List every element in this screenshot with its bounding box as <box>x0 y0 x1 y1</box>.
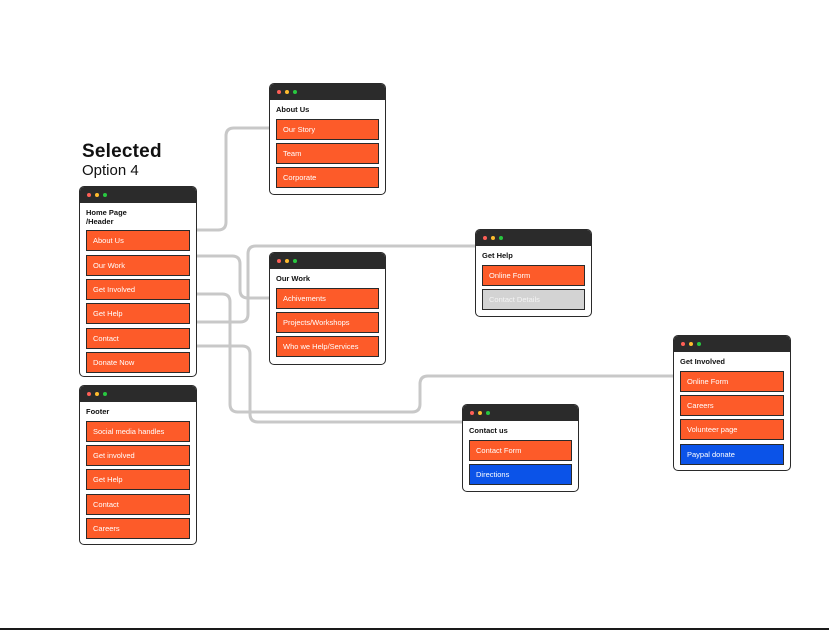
window-titlebar <box>463 405 578 421</box>
close-dot-icon <box>277 90 281 94</box>
maximize-dot-icon <box>293 259 297 263</box>
close-dot-icon <box>277 259 281 263</box>
window-title-involved: Get Involved <box>680 357 726 366</box>
maximize-dot-icon <box>103 193 107 197</box>
footer-item-contact[interactable]: Contact <box>86 493 190 515</box>
window-get-involved: Get Involved Online Form Careers Volunte… <box>673 335 791 471</box>
nav-item-contact[interactable]: Contact <box>86 327 190 349</box>
close-dot-icon <box>483 236 487 240</box>
contact-item-directions[interactable]: Directions <box>469 464 572 486</box>
involved-item-volunteer[interactable]: Volunteer page <box>680 419 784 441</box>
help-item-contact-details: Contact Details <box>482 289 585 311</box>
connector-ourwork-to-ourwork <box>188 254 278 300</box>
bottom-rule <box>0 628 829 630</box>
window-title-home: Home Page /Header <box>86 208 127 226</box>
contact-item-contact-form[interactable]: Contact Form <box>469 439 572 461</box>
close-dot-icon <box>87 193 91 197</box>
window-our-work: Our Work Achivements Projects/Workshops … <box>269 252 386 365</box>
window-get-help: Get Help Online Form Contact Details <box>475 229 592 317</box>
nav-item-our-work[interactable]: Our Work <box>86 254 190 276</box>
about-item-our-story[interactable]: Our Story <box>276 118 379 140</box>
work-item-projects[interactable]: Projects/Workshops <box>276 312 379 334</box>
connector-aboutus-to-aboutus <box>188 126 278 232</box>
window-title-work: Our Work <box>276 274 311 283</box>
about-item-corporate[interactable]: Corporate <box>276 167 379 189</box>
minimize-dot-icon <box>689 342 693 346</box>
nav-item-get-involved[interactable]: Get Involved <box>86 279 190 301</box>
close-dot-icon <box>681 342 685 346</box>
window-titlebar <box>80 187 196 203</box>
minimize-dot-icon <box>478 411 482 415</box>
window-title-about: About Us <box>276 105 310 114</box>
nav-item-get-help[interactable]: Get Help <box>86 303 190 325</box>
minimize-dot-icon <box>95 392 99 396</box>
window-titlebar <box>270 253 385 269</box>
work-item-services[interactable]: Who we Help/Services <box>276 336 379 358</box>
window-title-footer: Footer <box>86 407 110 416</box>
page-heading: Selected Option 4 <box>82 142 162 178</box>
maximize-dot-icon <box>697 342 701 346</box>
nav-item-about-us[interactable]: About Us <box>86 230 190 252</box>
minimize-dot-icon <box>95 193 99 197</box>
window-home-header: Home Page /Header About Us Our Work Get … <box>79 186 197 377</box>
connector-contact-to-contactus <box>188 344 471 424</box>
close-dot-icon <box>87 392 91 396</box>
help-item-online-form[interactable]: Online Form <box>482 264 585 286</box>
footer-item-get-help[interactable]: Get Help <box>86 469 190 491</box>
window-titlebar <box>270 84 385 100</box>
heading-title: Selected <box>82 141 162 162</box>
involved-item-paypal-donate[interactable]: Paypal donate <box>680 443 784 465</box>
maximize-dot-icon <box>103 392 107 396</box>
window-footer: Footer Social media handles Get involved… <box>79 385 197 545</box>
about-item-team[interactable]: Team <box>276 143 379 165</box>
involved-item-careers[interactable]: Careers <box>680 395 784 417</box>
minimize-dot-icon <box>285 259 289 263</box>
window-titlebar <box>674 336 790 352</box>
involved-item-online-form[interactable]: Online Form <box>680 370 784 392</box>
maximize-dot-icon <box>293 90 297 94</box>
nav-item-donate-now[interactable]: Donate Now <box>86 352 190 374</box>
window-contact-us: Contact us Contact Form Directions <box>462 404 579 492</box>
footer-item-get-involved[interactable]: Get involved <box>86 445 190 467</box>
window-about-us: About Us Our Story Team Corporate <box>269 83 386 195</box>
heading-subtitle: Option 4 <box>82 162 139 179</box>
window-title-help: Get Help <box>482 251 513 260</box>
connector-getinvolved-to-getinvolved <box>188 292 682 414</box>
window-title-contact: Contact us <box>469 426 508 435</box>
work-item-achievements[interactable]: Achivements <box>276 287 379 309</box>
minimize-dot-icon <box>491 236 495 240</box>
close-dot-icon <box>470 411 474 415</box>
footer-item-social[interactable]: Social media handles <box>86 420 190 442</box>
minimize-dot-icon <box>285 90 289 94</box>
maximize-dot-icon <box>499 236 503 240</box>
connector-gethelp-to-gethelp <box>188 244 483 324</box>
footer-item-careers[interactable]: Careers <box>86 518 190 540</box>
maximize-dot-icon <box>486 411 490 415</box>
window-titlebar <box>476 230 591 246</box>
window-titlebar <box>80 386 196 402</box>
